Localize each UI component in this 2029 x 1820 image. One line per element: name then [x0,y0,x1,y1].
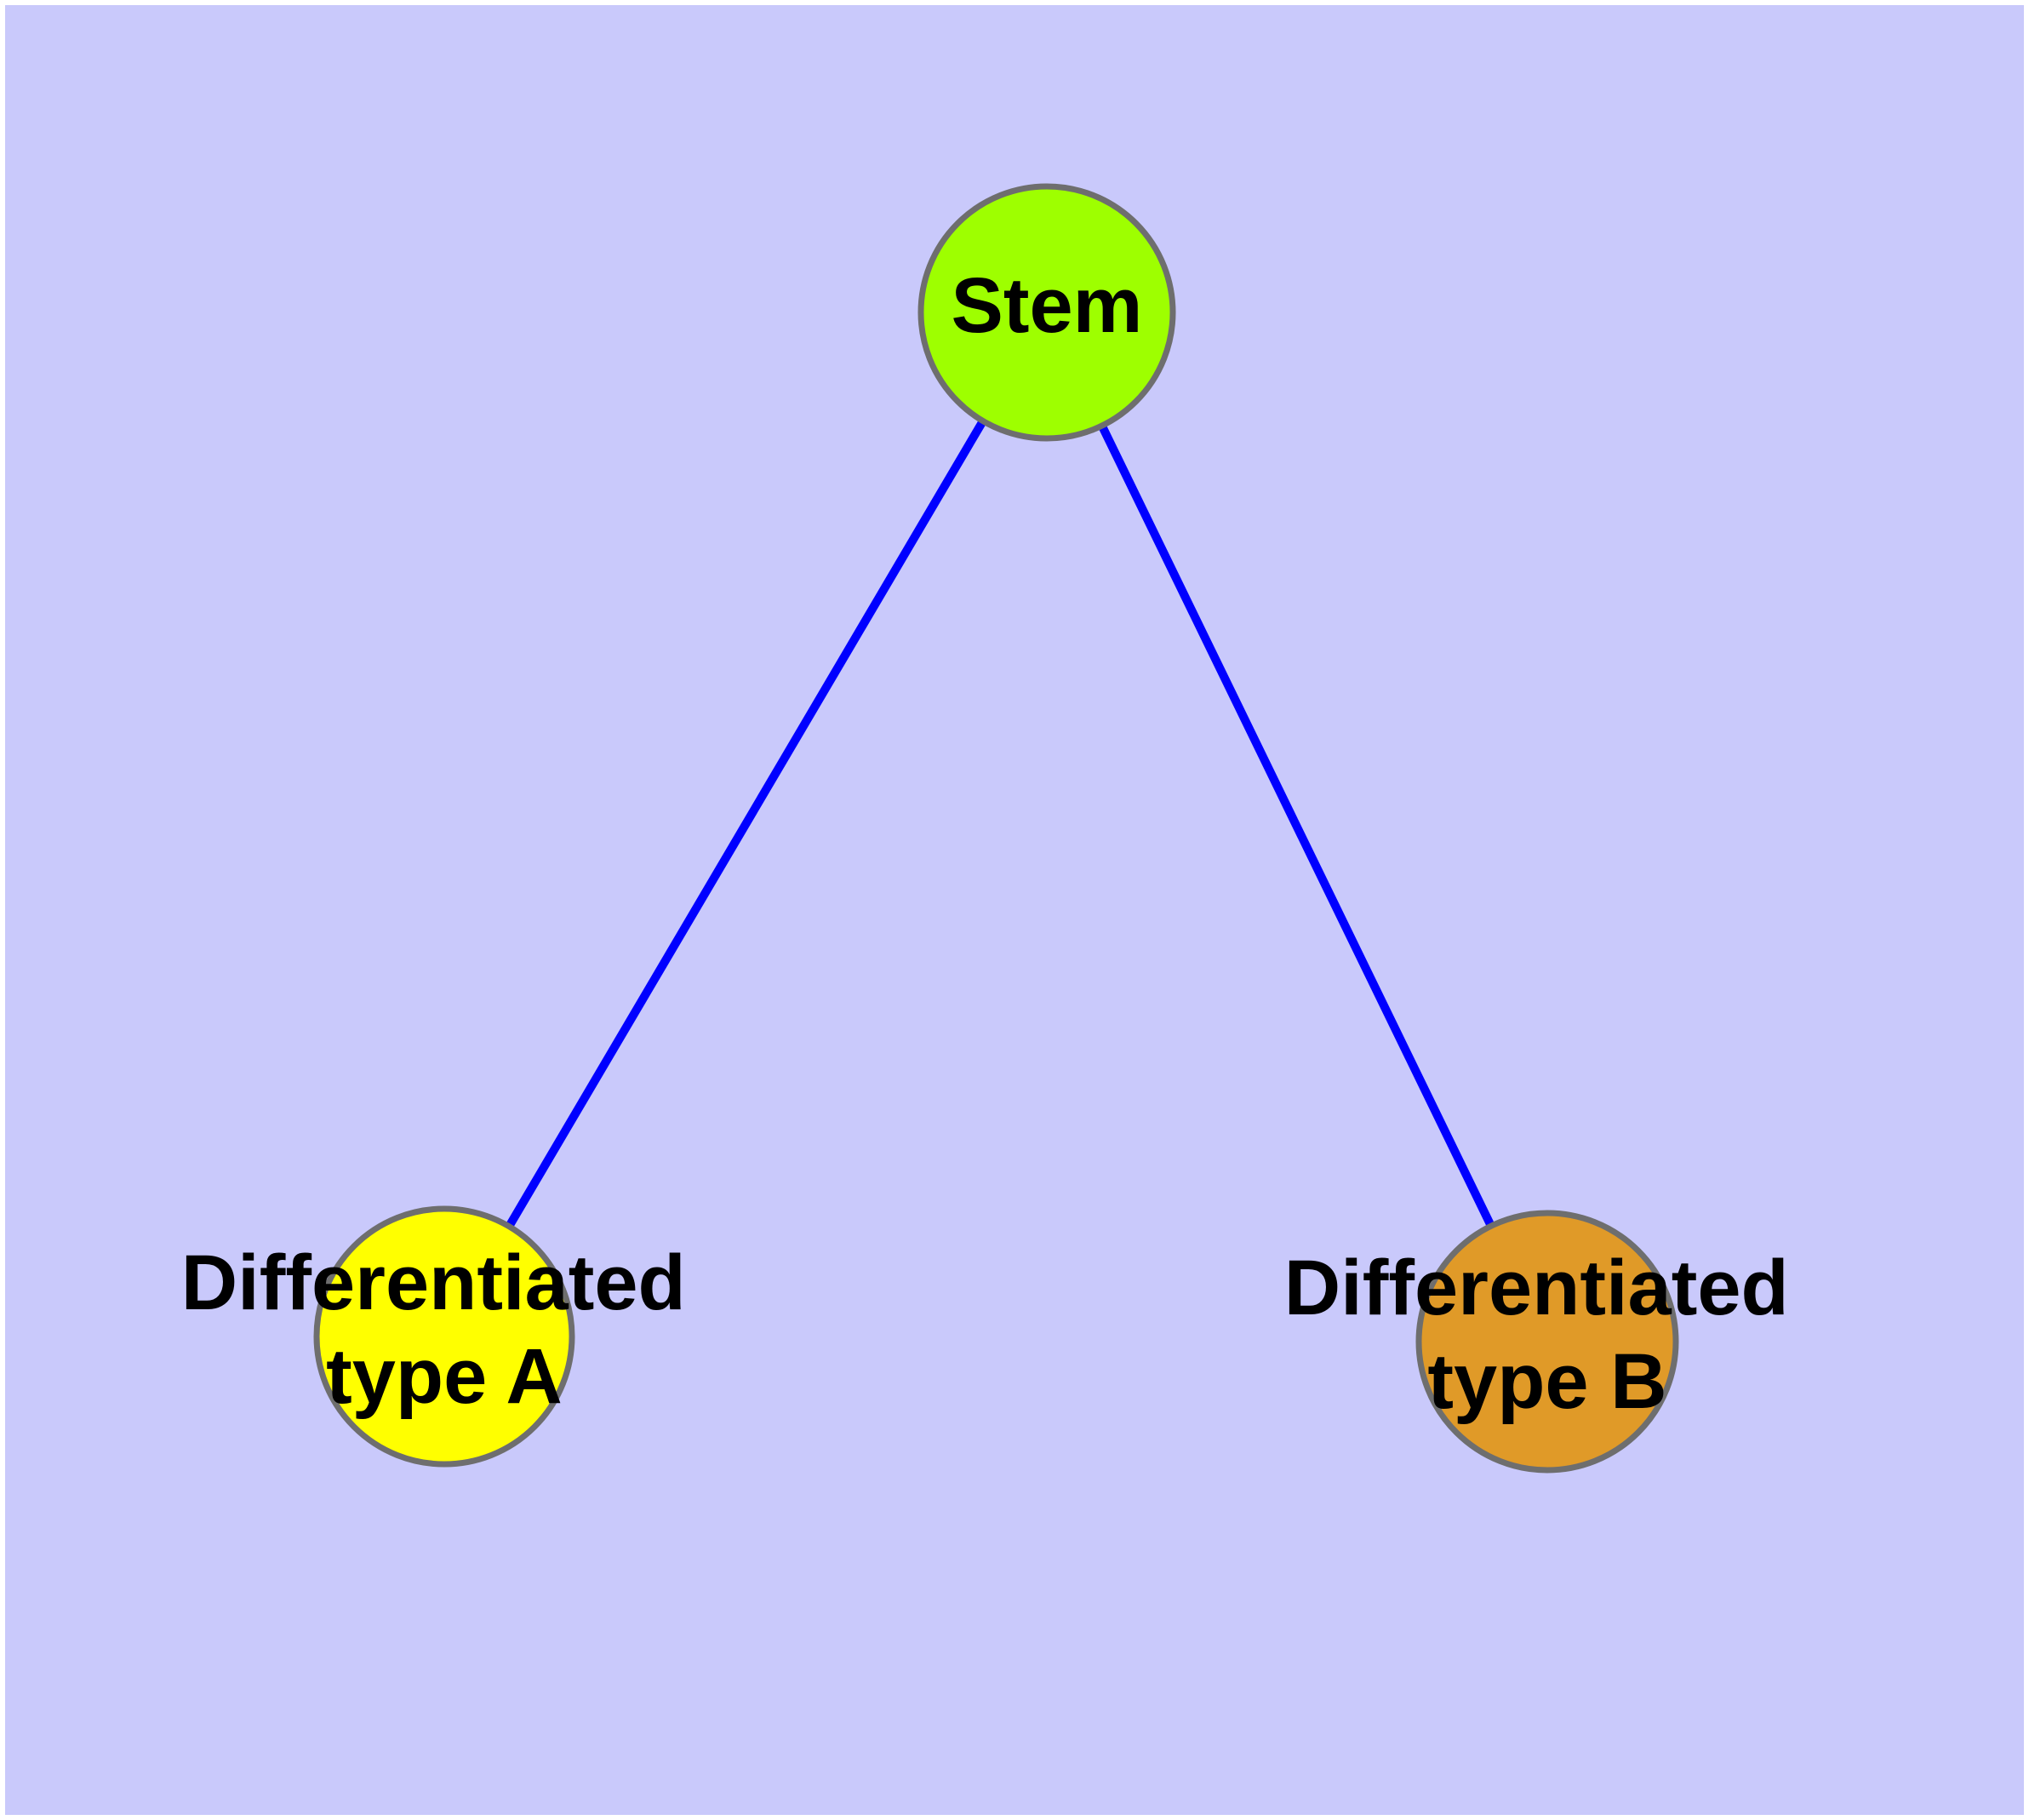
node-stem-label-line-1: Stem [952,262,1143,349]
label-layer: Stem Differentiated type A Differentiate… [181,262,1811,1425]
node-layer [313,183,1679,1474]
node-differentiated-type-a-label: Differentiated type A [181,1239,708,1420]
node-differentiated-type-b-label-line-1: Differentiated [1284,1245,1789,1331]
edge-layer [505,419,1495,1229]
node-differentiated-type-b-label-line-2: type B [1427,1338,1666,1425]
node-differentiated-type-b-circle[interactable] [1415,1210,1679,1474]
node-differentiated-type-a-circle[interactable] [313,1205,575,1468]
node-differentiated-type-a-label-line-1: Differentiated [181,1239,686,1326]
node-differentiated-type-a-label-line-2: type A [326,1333,563,1420]
edge-stem-to-differentiated-type-b[interactable] [1098,423,1495,1228]
node-stem[interactable] [917,183,1176,442]
node-stem-circle[interactable] [917,183,1176,442]
node-differentiated-type-a[interactable] [313,1205,575,1468]
node-differentiated-type-b-label: Differentiated type B [1284,1245,1811,1425]
edge-stem-to-differentiated-type-a[interactable] [505,419,987,1229]
node-differentiated-type-b[interactable] [1415,1210,1679,1474]
node-stem-label: Stem [952,262,1143,349]
